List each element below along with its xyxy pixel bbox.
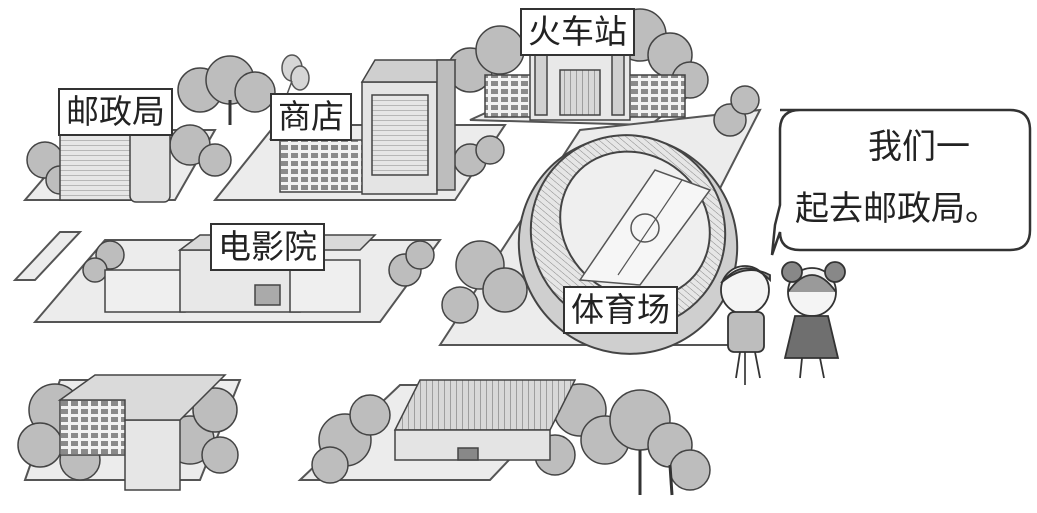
- cinema-label: 电影院: [210, 223, 325, 271]
- tree-trunks: [228, 100, 674, 496]
- gymnasium-building: [393, 379, 577, 461]
- train-station-label: 火车站: [520, 8, 635, 56]
- speech-line-2: 起去邮政局。: [795, 189, 999, 229]
- speech-line-1: 我们一: [868, 127, 970, 167]
- speech-bubble: [770, 108, 1032, 256]
- children-figures: [720, 261, 846, 379]
- balloons: [269, 54, 310, 141]
- shop-building: [279, 59, 457, 195]
- post-office-building: [59, 129, 171, 203]
- stadium-label: 体育场: [563, 286, 678, 334]
- stadium-building: [517, 134, 739, 355]
- office-building: [57, 374, 227, 491]
- shop-label: 商店: [270, 93, 352, 141]
- post-office-label: 邮政局: [58, 88, 173, 136]
